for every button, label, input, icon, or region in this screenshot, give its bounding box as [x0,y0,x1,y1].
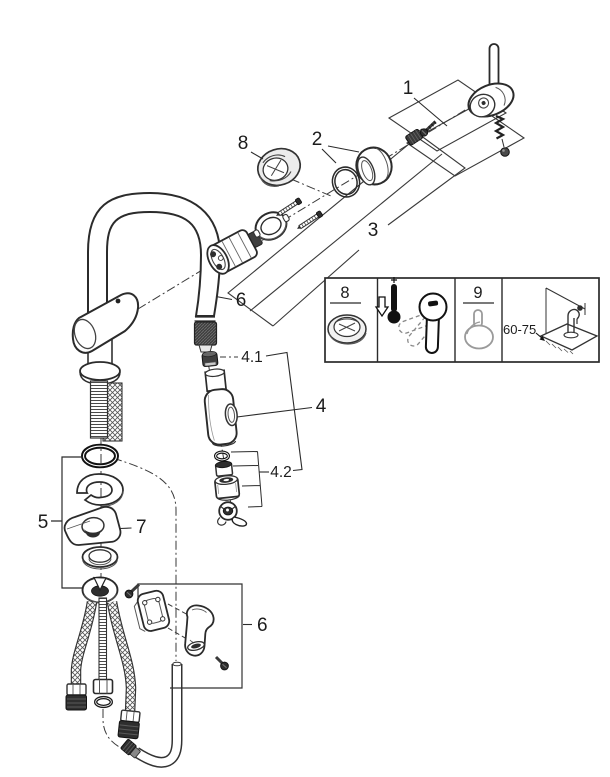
spray-head [203,368,238,447]
cap-group [331,146,393,198]
pullout-hose-fitting [120,739,141,759]
callout-7: 7 [136,517,147,538]
rod-hex-nut [92,678,114,695]
inset-cell-dividers [376,278,503,362]
ball-highlight [502,149,505,152]
callout-4-1: 4.1 [241,349,263,366]
bracket-4 [265,351,303,472]
mini-faucet-icon [563,305,583,339]
mounting-hardware-stack [63,443,124,604]
pullout-hose-outline [133,664,183,768]
o-ring-cap [331,166,361,198]
callout-6-weight: 6 [257,615,268,636]
callout-4-2: 4.2 [270,464,292,481]
down-arrow-icon [374,296,390,318]
callout-5: 5 [38,512,49,533]
dimension-arrowhead [539,336,545,341]
fixing-screw-1 [276,197,302,217]
hose-nut-right [117,709,141,740]
inset-label-8: 8 [340,284,349,302]
hose-weight-group [124,583,243,689]
thermometer-icon [387,277,401,324]
aerator-parts [214,450,248,527]
handle-assembly [405,43,515,157]
callout-4: 4 [316,396,327,417]
handle-screw [419,120,437,137]
leader-6-hose [215,295,233,301]
bracket-4-2 [230,451,263,508]
weight-screw-top [124,583,141,599]
inset-panel: 8 9 [324,277,600,363]
rod-nut-and-washer [92,678,114,709]
mounting-washer [81,546,119,570]
retaining-ring [253,211,290,241]
horseshoe-washer [76,473,124,506]
weight-screw-bottom [214,655,229,671]
hose-knurl-connector [193,321,218,346]
weight-bracket-plate [133,589,171,632]
spray-head-group [201,350,248,527]
faucet-body [71,191,222,442]
callouts: 1 2 3 8 6 4.1 4 4.2 5 7 6 [38,78,448,636]
leader-7 [119,527,132,530]
triangle-mounting-bracket [63,505,122,546]
inset-label-9: 9 [473,284,482,302]
callout-1: 1 [403,78,414,99]
aerator-service-key [217,501,248,527]
handle-lever-body [467,82,515,118]
escutcheon-cap [355,146,393,186]
threaded-shank [89,380,109,439]
hose-nut-left [65,683,87,711]
handle-group-outline [387,79,508,152]
cartridge-group-inner-line [249,153,443,312]
leader-8 [250,151,264,160]
dimension-label: 60-75 [503,322,536,337]
cartridge [206,229,267,275]
cap-axis-line [290,178,332,197]
temperature-limiter-cap [256,147,302,187]
hose-nipple [198,344,213,353]
detent-ball [500,147,510,157]
bracket-5 [51,456,83,589]
inset-panel-border [324,277,600,363]
body-end-face [73,318,97,350]
supply-hose-left [71,601,97,686]
handle-group-outline-2 [405,104,526,177]
cartridge-group [206,197,323,275]
callout-3: 3 [368,220,379,241]
aerator-housing [214,475,241,501]
lever-icon [464,309,494,350]
spring-pin [501,138,505,148]
valve-axis-line [137,100,481,310]
handle-rotation-icon [398,292,448,354]
counter-mounting-icon [535,287,599,355]
base-flange [79,361,121,381]
leader-1 [413,97,448,127]
callout-8: 8 [238,133,249,154]
adapter-4-1 [201,350,219,368]
hose-route-line [112,457,177,661]
leader-2 [321,145,360,164]
body-cylinder [71,292,140,354]
callout-6-hose: 6 [236,290,247,311]
pullout-hose [120,661,183,768]
callout-2: 2 [312,129,323,150]
hose-joint-lines [194,316,216,322]
dome-cap-icon [327,314,367,345]
weight-group-frame [137,583,243,689]
fixing-screw-2 [297,210,323,230]
leader-4 [236,406,313,418]
supply-hose-right [107,601,136,715]
threaded-rod [98,597,108,683]
body-index-dot [115,298,121,304]
supply-connections [65,597,183,768]
group-brackets [227,79,526,327]
weight-clamp-shell [184,604,215,657]
pullout-hose-end [172,661,182,667]
handle-spring [493,114,506,140]
aerator-insert [214,460,234,478]
